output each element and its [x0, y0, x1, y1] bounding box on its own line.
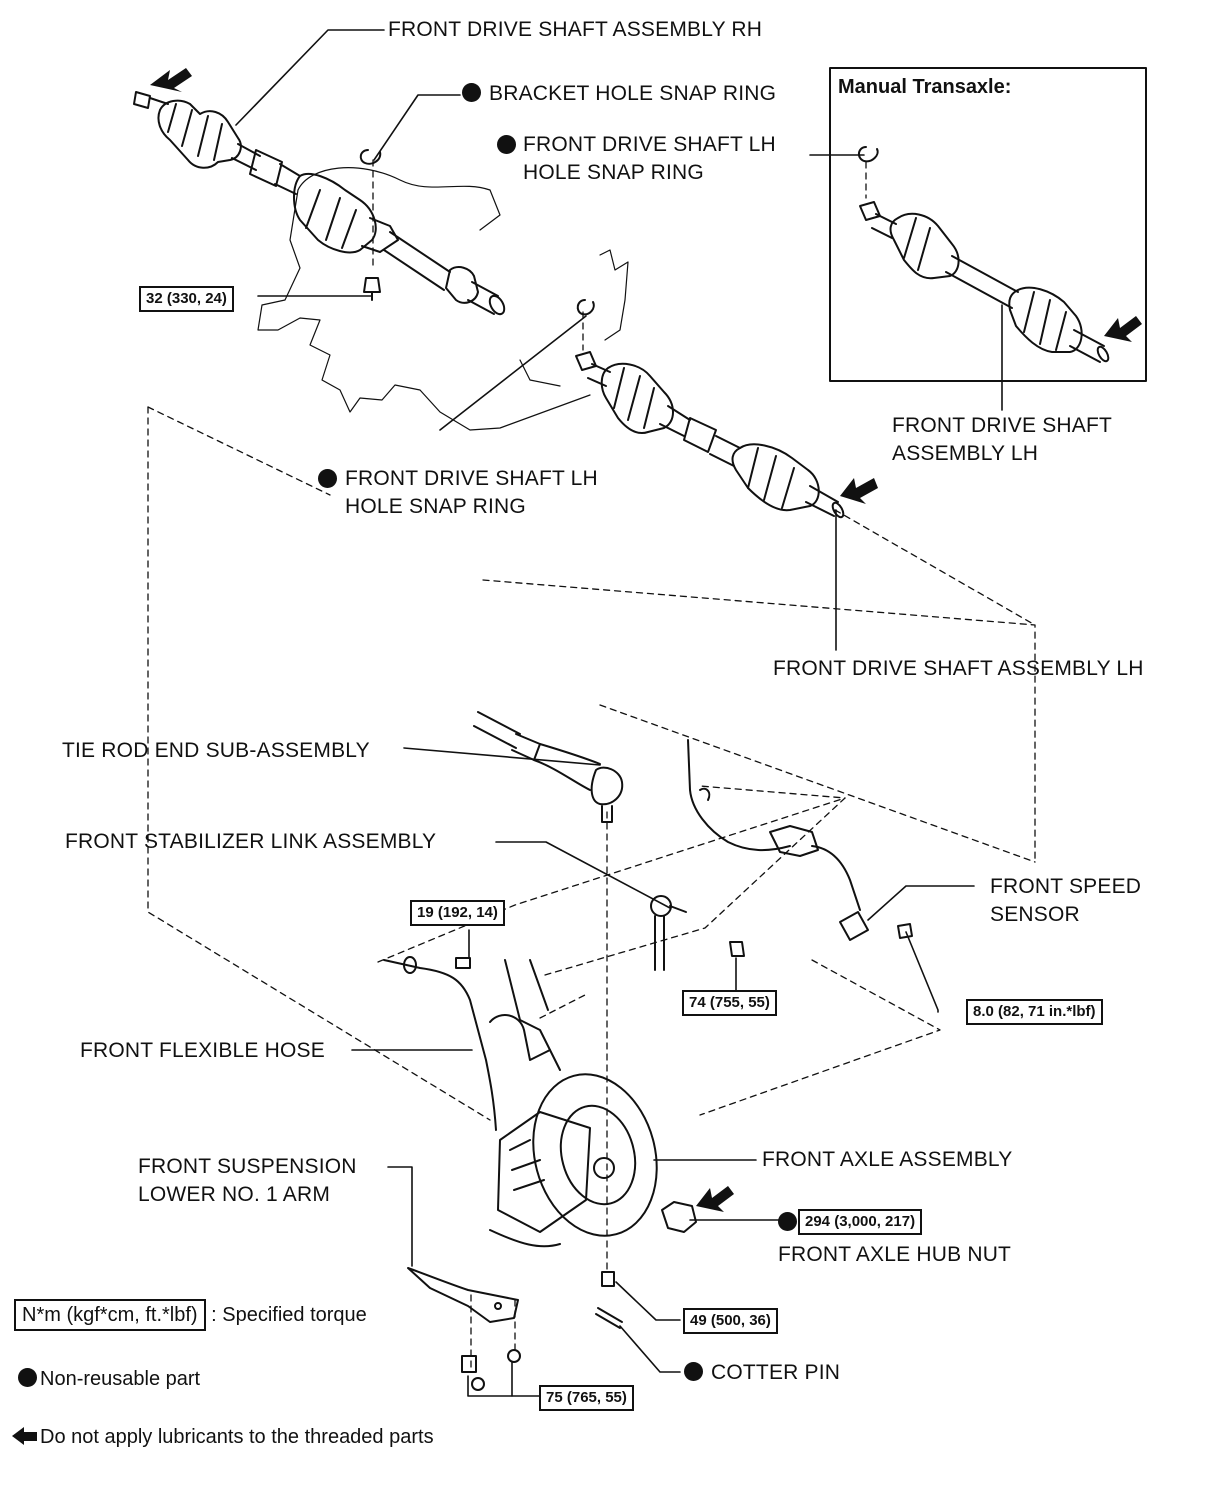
arrow-left-icon: [12, 1427, 24, 1445]
torque-caliper-bolt: 19 (192, 14): [410, 900, 505, 926]
non-reusable-dot-icon: [462, 83, 481, 102]
legend-no-lubricant: Do not apply lubricants to the threaded …: [12, 1424, 434, 1450]
label-drive-shaft-rh: FRONT DRIVE SHAFT ASSEMBLY RH: [388, 18, 763, 41]
legend-non-reusable: Non-reusable part: [18, 1366, 200, 1392]
torque-arm-bolts: 75 (765, 55): [539, 1385, 634, 1411]
drive-shaft-rh-drawing: [133, 91, 506, 316]
drive-shaft-lh-drawing: [575, 299, 845, 519]
torque-hub-nut: 294 (3,000, 217): [798, 1209, 923, 1235]
label-drive-shaft-lh: FRONT DRIVE SHAFT ASSEMBLY LH: [773, 657, 1144, 680]
lower-arm-drawing: [407, 1267, 521, 1391]
non-reusable-dot-icon: [18, 1368, 37, 1387]
label-cotter-pin: COTTER PIN: [684, 1359, 840, 1387]
speed-sensor-drawing: [687, 739, 913, 941]
non-reusable-dot-icon: [497, 135, 516, 154]
arrow-icon: [1104, 316, 1142, 342]
label-axle-hub-nut: FRONT AXLE HUB NUT: [778, 1243, 1012, 1266]
no-lubricant-arrows: [150, 68, 1142, 1212]
arrow-icon: [840, 478, 878, 504]
stabilizer-link-drawing: [650, 895, 745, 971]
legend-torque: N*m (kgf*cm, ft.*lbf) : Specified torque: [14, 1299, 367, 1331]
axle-assembly-drawing: [489, 959, 697, 1329]
torque-stabilizer-nut: 74 (755, 55): [682, 990, 777, 1016]
label-inset-shaft-lh: FRONT DRIVE SHAFT ASSEMBLY LH: [892, 414, 1113, 465]
arrow-icon: [696, 1186, 734, 1212]
label-bracket-hole-snap-ring: BRACKET HOLE SNAP RING: [462, 80, 776, 108]
torque-speed-sensor-bolt: 8.0 (82, 71 in.*lbf): [966, 999, 1103, 1025]
tie-rod-end-drawing: [473, 711, 624, 823]
non-reusable-dot-icon: [318, 469, 337, 488]
flexible-hose-drawing: [383, 956, 497, 1131]
legend-torque-unit: N*m (kgf*cm, ft.*lbf): [14, 1299, 206, 1331]
legend-torque-desc: : Specified torque: [211, 1304, 367, 1326]
label-flexible-hose: FRONT FLEXIBLE HOSE: [80, 1039, 325, 1062]
inset-title: Manual Transaxle:: [838, 76, 1012, 98]
leader-lines: [235, 29, 1003, 1397]
non-reusable-dot-icon: [778, 1212, 797, 1231]
label-stabilizer-link: FRONT STABILIZER LINK ASSEMBLY: [65, 830, 437, 853]
label-tie-rod-end: TIE ROD END SUB-ASSEMBLY: [62, 739, 370, 762]
label-axle-assembly: FRONT AXLE ASSEMBLY: [762, 1148, 1013, 1171]
torque-bracket-bolt: 32 (330, 24): [139, 286, 234, 312]
label-lower-arm: FRONT SUSPENSION LOWER NO. 1 ARM: [138, 1155, 357, 1206]
non-reusable-dot-icon: [684, 1362, 703, 1381]
torque-tie-rod-nut: 49 (500, 36): [683, 1308, 778, 1334]
transaxle-case: [257, 167, 629, 431]
label-speed-sensor: FRONT SPEED SENSOR: [990, 875, 1142, 926]
arrow-icon: [150, 68, 192, 92]
inset-box: [829, 67, 1147, 382]
